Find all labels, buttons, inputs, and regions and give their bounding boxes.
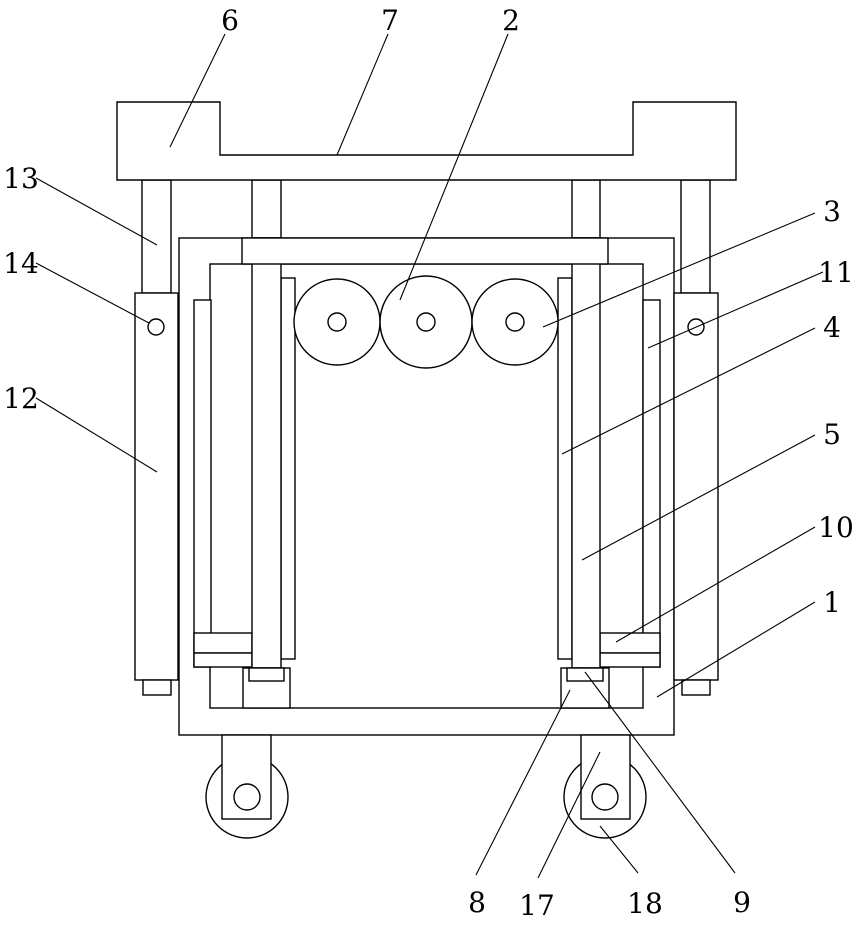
label-1: 1: [823, 586, 841, 619]
pivot-pin-left: [148, 319, 164, 335]
left-guide-rail: [281, 278, 295, 659]
right-side-plate: [643, 300, 660, 667]
cylinder-foot-right: [682, 680, 710, 695]
label-17: 17: [519, 889, 555, 922]
label-8: 8: [468, 886, 486, 919]
left-base-cap: [249, 668, 284, 681]
label-7: 7: [381, 4, 399, 37]
right-lift-rod: [572, 238, 600, 668]
top-frame: [117, 102, 736, 180]
right-bracket-low: [600, 633, 660, 653]
left-bracket-high: [194, 653, 252, 667]
wheel-hub-right: [592, 784, 618, 810]
side-cylinder-left: [135, 293, 178, 680]
label-12: 12: [3, 382, 39, 415]
roller-right-axle: [506, 313, 524, 331]
support-rod-inner-right: [572, 180, 600, 238]
wheel-hub-left: [234, 784, 260, 810]
label-9: 9: [733, 886, 751, 919]
right-base-cap: [567, 668, 603, 681]
support-rod-outer-right: [681, 180, 710, 293]
roller-left-axle: [328, 313, 346, 331]
label-4: 4: [823, 311, 841, 344]
top-crossbar: [242, 238, 608, 264]
leader-13: [36, 178, 157, 245]
right-bracket-high: [600, 653, 660, 667]
label-5: 5: [823, 418, 841, 451]
label-10: 10: [818, 511, 854, 544]
left-side-plate: [194, 300, 211, 667]
leader-14: [36, 263, 149, 323]
label-13: 13: [3, 162, 39, 195]
label-6: 6: [221, 4, 239, 37]
right-guide-rail: [558, 278, 572, 659]
label-14: 14: [3, 247, 39, 280]
label-2: 2: [502, 4, 520, 37]
label-3: 3: [823, 195, 841, 228]
roller-middle-axle: [417, 313, 435, 331]
label-18: 18: [627, 887, 663, 920]
label-11: 11: [818, 256, 854, 289]
support-rod-outer-left: [142, 180, 171, 293]
cylinder-foot-left: [143, 680, 171, 695]
left-lift-rod: [252, 238, 281, 668]
side-cylinder-right: [674, 293, 718, 680]
support-rod-inner-left: [252, 180, 281, 238]
left-bracket-low: [194, 633, 252, 653]
leader-7: [337, 34, 388, 155]
